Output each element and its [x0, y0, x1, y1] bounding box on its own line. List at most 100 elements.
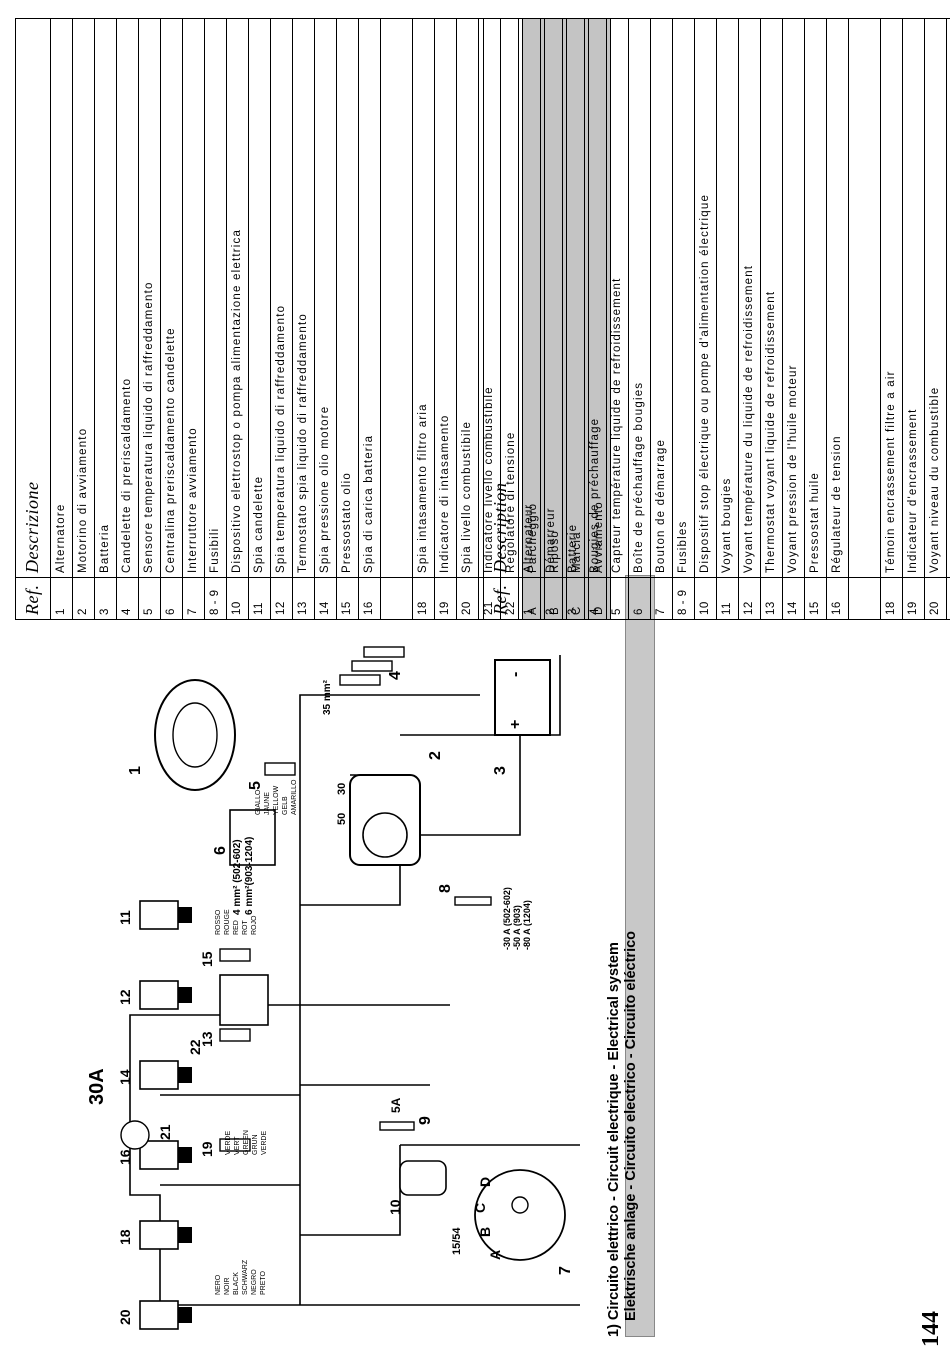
ref-cell: 6 [629, 577, 650, 619]
wire-color-red: ROUGE [224, 909, 231, 935]
ref-cell: 6 [161, 577, 182, 619]
lamp-connector [139, 900, 179, 930]
description-cell: Boîte de préchauffage bougies [633, 381, 645, 573]
description-cell: Pressostat huile [809, 471, 821, 573]
ref-label-12: 12 [117, 989, 133, 1005]
connector-plug [178, 1147, 192, 1163]
ref-cell: 10 [695, 577, 716, 619]
table-row: 8 - 9 Fusibili [204, 19, 226, 619]
key-position-d: D [477, 1177, 493, 1187]
ref-cell: 11 [249, 577, 270, 619]
description-cell: Indicatore di intasamento [439, 414, 451, 574]
ref-cell: 5 [139, 577, 160, 619]
description-column-header: Descrizione [22, 481, 42, 573]
key-position-b: B [477, 1227, 493, 1237]
ref-column-header: Ref. [16, 577, 50, 619]
description-cell [381, 19, 412, 577]
ref-cell: 10 [227, 577, 248, 619]
description-cell: Voyant bougies [721, 477, 733, 573]
description-column-header: Description [490, 482, 510, 574]
description-cell: Batterie [567, 523, 579, 573]
section-subtitle: Elektrische anlage - Circuito electrico … [623, 930, 639, 1321]
terminal-50-label: 50 [336, 813, 348, 825]
ref-label-21: 21 [157, 1124, 173, 1140]
ref-label-14: 14 [117, 1069, 133, 1085]
description-cell: Centralina preriscaldamento candelette [165, 327, 177, 573]
battery [494, 659, 551, 736]
ref-label-9: 9 [417, 1116, 434, 1125]
fuse-rating-502-602: -30 A (502-602) [502, 887, 512, 950]
lamp-connector [139, 1060, 179, 1090]
glow-plug [339, 674, 381, 686]
description-cell: Candelette di preriscaldamento [121, 377, 133, 573]
alternator-rotor [172, 702, 218, 768]
ref-cell: 3 [563, 577, 584, 619]
main-fuse [454, 896, 492, 906]
ref-label-1: 1 [127, 766, 144, 775]
table-row [380, 19, 412, 619]
harness-wire [300, 1004, 450, 1086]
description-cell: Spia intasamento filtro aria [417, 403, 429, 573]
description-cell: Spia candelette [253, 475, 265, 573]
ref-cell: 13 [293, 577, 314, 619]
table-row: 18 Spia intasamento filtro aria [412, 19, 434, 619]
table-row: 6 Boîte de préchauffage bougies [628, 19, 650, 619]
fuel-level-sender [120, 1120, 150, 1150]
description-cell: Témoin encrassement filtre a air [885, 370, 897, 573]
reference-table-french-header: Ref. Description [484, 19, 518, 619]
ref-cell: 18 [413, 577, 434, 619]
ref-cell: 7 [651, 577, 672, 619]
description-cell: Voyant température du liquide de refroid… [743, 264, 755, 573]
description-cell: Spia temperatura liquido di raffreddamen… [275, 304, 287, 573]
wire-color-yellow: GIALLO [255, 789, 262, 815]
description-cell: Dispositivo elettrostop o pompa alimenta… [231, 228, 243, 573]
ref-cell: 4 [585, 577, 606, 619]
connector-plug [178, 1307, 192, 1323]
ref-cell: 12 [271, 577, 292, 619]
ref-cell: 12 [739, 577, 760, 619]
coolant-sensor [264, 762, 296, 776]
ref-cell: 19 [435, 577, 456, 619]
ref-label-6: 6 [212, 846, 229, 855]
ref-cell: 4 [117, 577, 138, 619]
ref-cell: 7 [183, 577, 204, 619]
ref-cell: 5 [607, 577, 628, 619]
harness-wire [299, 694, 480, 1305]
ref-cell: 1 [519, 577, 540, 619]
ref-cell: 15 [805, 577, 826, 619]
wire-color-black: NOIR [224, 1278, 231, 1296]
ref-cell [381, 577, 412, 619]
description-cell: Fusibili [209, 527, 221, 573]
ref-label-5: 5 [247, 781, 264, 790]
wire-color-red: ROJO [251, 915, 258, 935]
ref-cell: 8 - 9 [205, 577, 226, 619]
ref-label-16: 16 [117, 1149, 133, 1165]
wire-color-yellow: YELLOW [273, 785, 280, 815]
description-cell [849, 19, 880, 577]
ref-column-header: Ref. [484, 577, 518, 619]
table-row: 6 Centralina preriscaldamento candelette [160, 19, 182, 619]
connector-plug [178, 907, 192, 923]
description-cell: Régulateur de tension [831, 435, 843, 573]
description-cell: Voyant niveau du combustible [929, 386, 941, 573]
description-cell: Spia di carica batteria [363, 434, 375, 573]
description-cell: Bougies de préchauffage [589, 417, 601, 573]
ref-cell: 8 - 9 [673, 577, 694, 619]
table-row [848, 19, 880, 619]
description-cell: Spia pressione olio motore [319, 405, 331, 573]
description-cell: Dispositif stop électrique ou pompe d'al… [699, 193, 711, 573]
ref-label-20: 20 [117, 1309, 133, 1325]
connector-plug [178, 1227, 192, 1243]
fuse-rating-903: -50 A (903) [512, 905, 522, 950]
description-cell: Fusibles [677, 520, 689, 573]
connector-plug [178, 987, 192, 1003]
lamp-connector [139, 1300, 179, 1330]
